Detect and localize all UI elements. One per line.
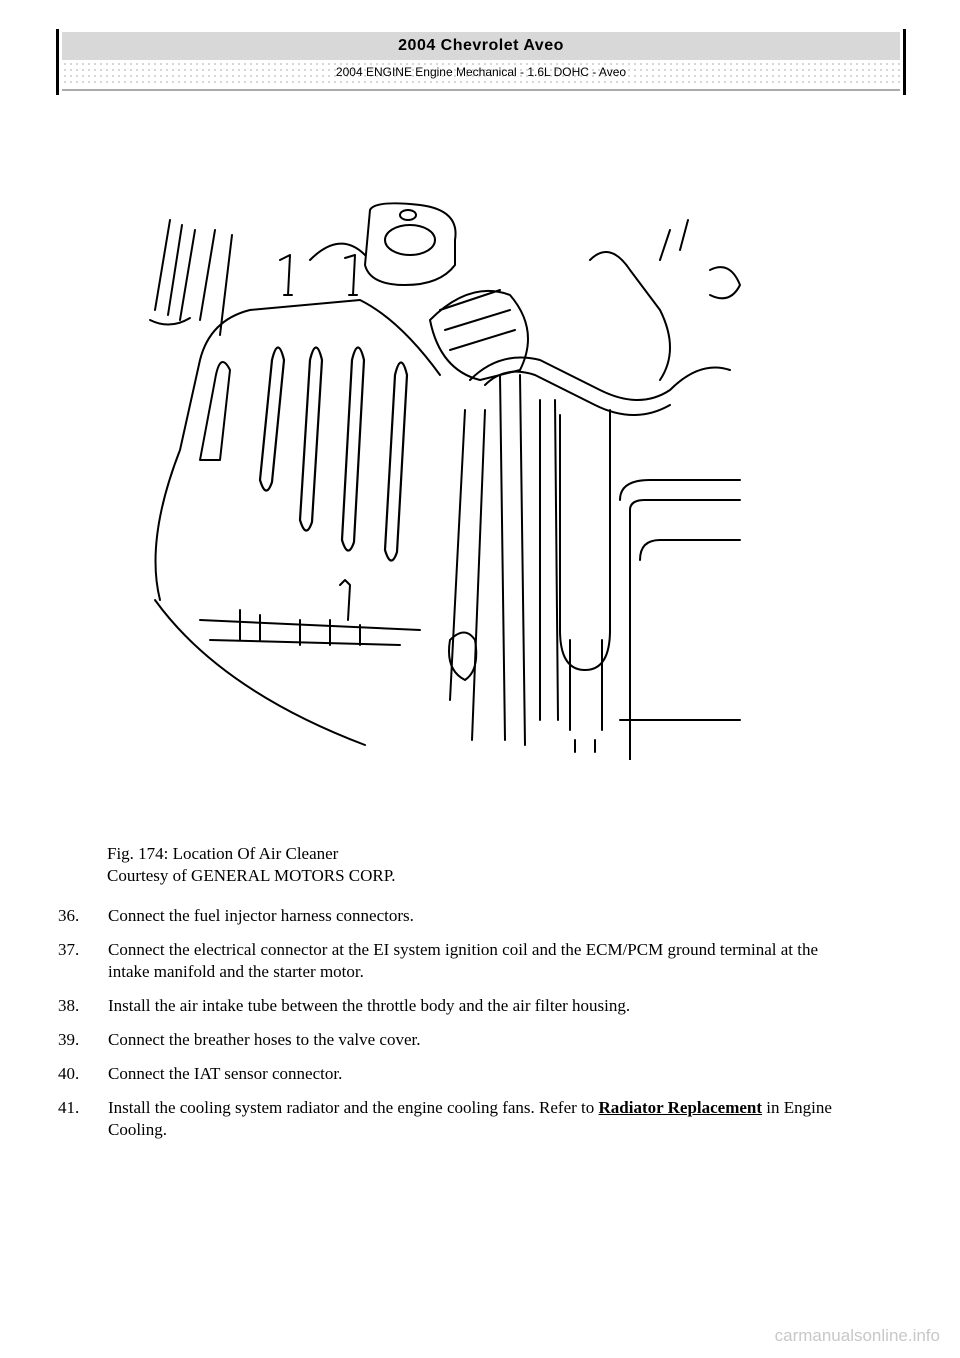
step-item: 39. Connect the breather hoses to the va…	[58, 1029, 858, 1051]
step-text: Connect the IAT sensor connector.	[108, 1064, 343, 1083]
step-number: 36.	[58, 906, 80, 925]
radiator-replacement-link[interactable]: Radiator Replacement	[598, 1098, 763, 1117]
air-cleaner-illustration	[149, 202, 741, 760]
header-right-rule	[903, 29, 906, 95]
step-number: 38.	[58, 996, 80, 1015]
header-pattern	[62, 61, 900, 87]
step-number: 40.	[58, 1064, 80, 1083]
step-number: 41.	[58, 1098, 80, 1117]
document-subtitle: 2004 ENGINE Engine Mechanical - 1.6L DOH…	[335, 65, 627, 79]
step-item: 41. Install the cooling system radiator …	[58, 1097, 858, 1141]
header-divider	[62, 89, 900, 91]
watermark: carmanualsonline.info	[774, 1326, 940, 1345]
step-item: 38. Install the air intake tube between …	[58, 995, 858, 1017]
header-left-rule	[56, 29, 59, 95]
page-header: 2004 Chevrolet Aveo 2004 ENGINE Engine M…	[56, 29, 906, 95]
step-text-after: in Engine Cooling.	[108, 1098, 832, 1139]
figure-caption-credit: Courtesy of GENERAL MOTORS CORP.	[107, 866, 396, 885]
step-item: 36. Connect the fuel injector harness co…	[58, 905, 858, 927]
step-number: 37.	[58, 940, 80, 959]
figure-caption-title: Fig. 174: Location Of Air Cleaner	[107, 844, 339, 863]
step-item: 37. Connect the electrical connector at …	[58, 939, 858, 983]
step-number: 39.	[58, 1030, 80, 1049]
step-text: Connect the electrical connector at the …	[108, 940, 819, 981]
step-text-before: Install the cooling system radiator and …	[108, 1098, 599, 1117]
figure-caption: Fig. 174: Location Of Air Cleaner Courte…	[107, 843, 396, 887]
document-title: 2004 Chevrolet Aveo	[62, 32, 900, 60]
step-text: Connect the breather hoses to the valve …	[108, 1030, 421, 1049]
step-text: Install the air intake tube between the …	[108, 996, 631, 1015]
step-text: Connect the fuel injector harness connec…	[108, 906, 414, 925]
step-item: 40. Connect the IAT sensor connector.	[58, 1063, 858, 1085]
procedure-steps: 36. Connect the fuel injector harness co…	[58, 905, 858, 1153]
